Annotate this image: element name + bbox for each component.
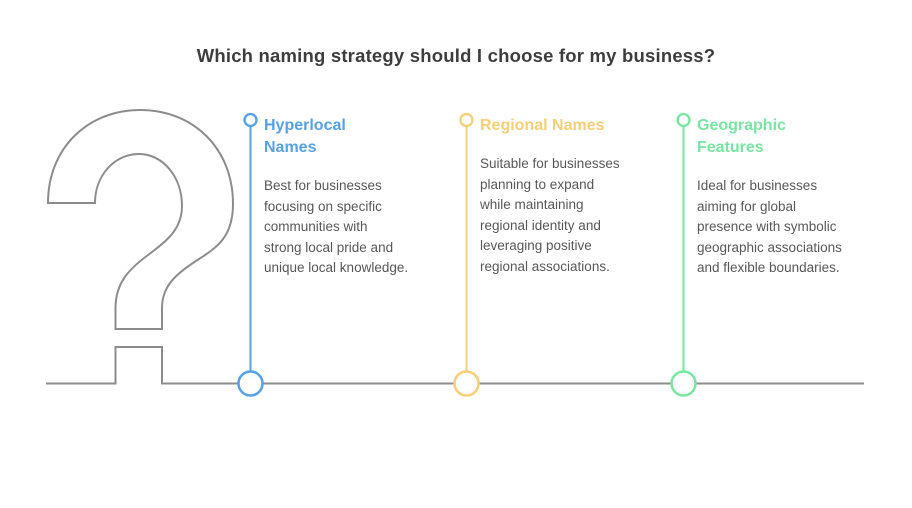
timeline-baseline bbox=[46, 346, 864, 385]
column-description: Suitable for businesses planning to expa… bbox=[480, 156, 620, 274]
baseline-node bbox=[237, 370, 264, 397]
question-mark-outline-icon bbox=[46, 108, 235, 330]
timeline-marker-regional bbox=[453, 112, 480, 397]
column-heading: Geographic Features bbox=[697, 117, 786, 156]
column-description: Ideal for businesses aiming for global p… bbox=[697, 178, 842, 275]
timeline-marker-geographic bbox=[670, 112, 697, 397]
column-description: Best for businesses focusing on specific… bbox=[264, 178, 409, 275]
strategy-column-regional: Regional Names Suitable for businesses p… bbox=[480, 115, 672, 277]
baseline-node bbox=[453, 370, 480, 397]
top-dot bbox=[676, 112, 691, 128]
strategy-column-hyperlocal: Hyperlocal Names Best for businesses foc… bbox=[264, 115, 456, 279]
top-dot bbox=[459, 112, 474, 128]
timeline-marker-hyperlocal bbox=[237, 112, 264, 397]
column-heading: Hyperlocal Names bbox=[264, 117, 346, 156]
column-heading: Regional Names bbox=[480, 117, 605, 134]
baseline-node bbox=[670, 370, 697, 397]
strategy-column-geographic: Geographic Features Ideal for businesses… bbox=[697, 115, 889, 279]
page-title: Which naming strategy should I choose fo… bbox=[196, 45, 716, 66]
top-dot bbox=[243, 112, 258, 128]
